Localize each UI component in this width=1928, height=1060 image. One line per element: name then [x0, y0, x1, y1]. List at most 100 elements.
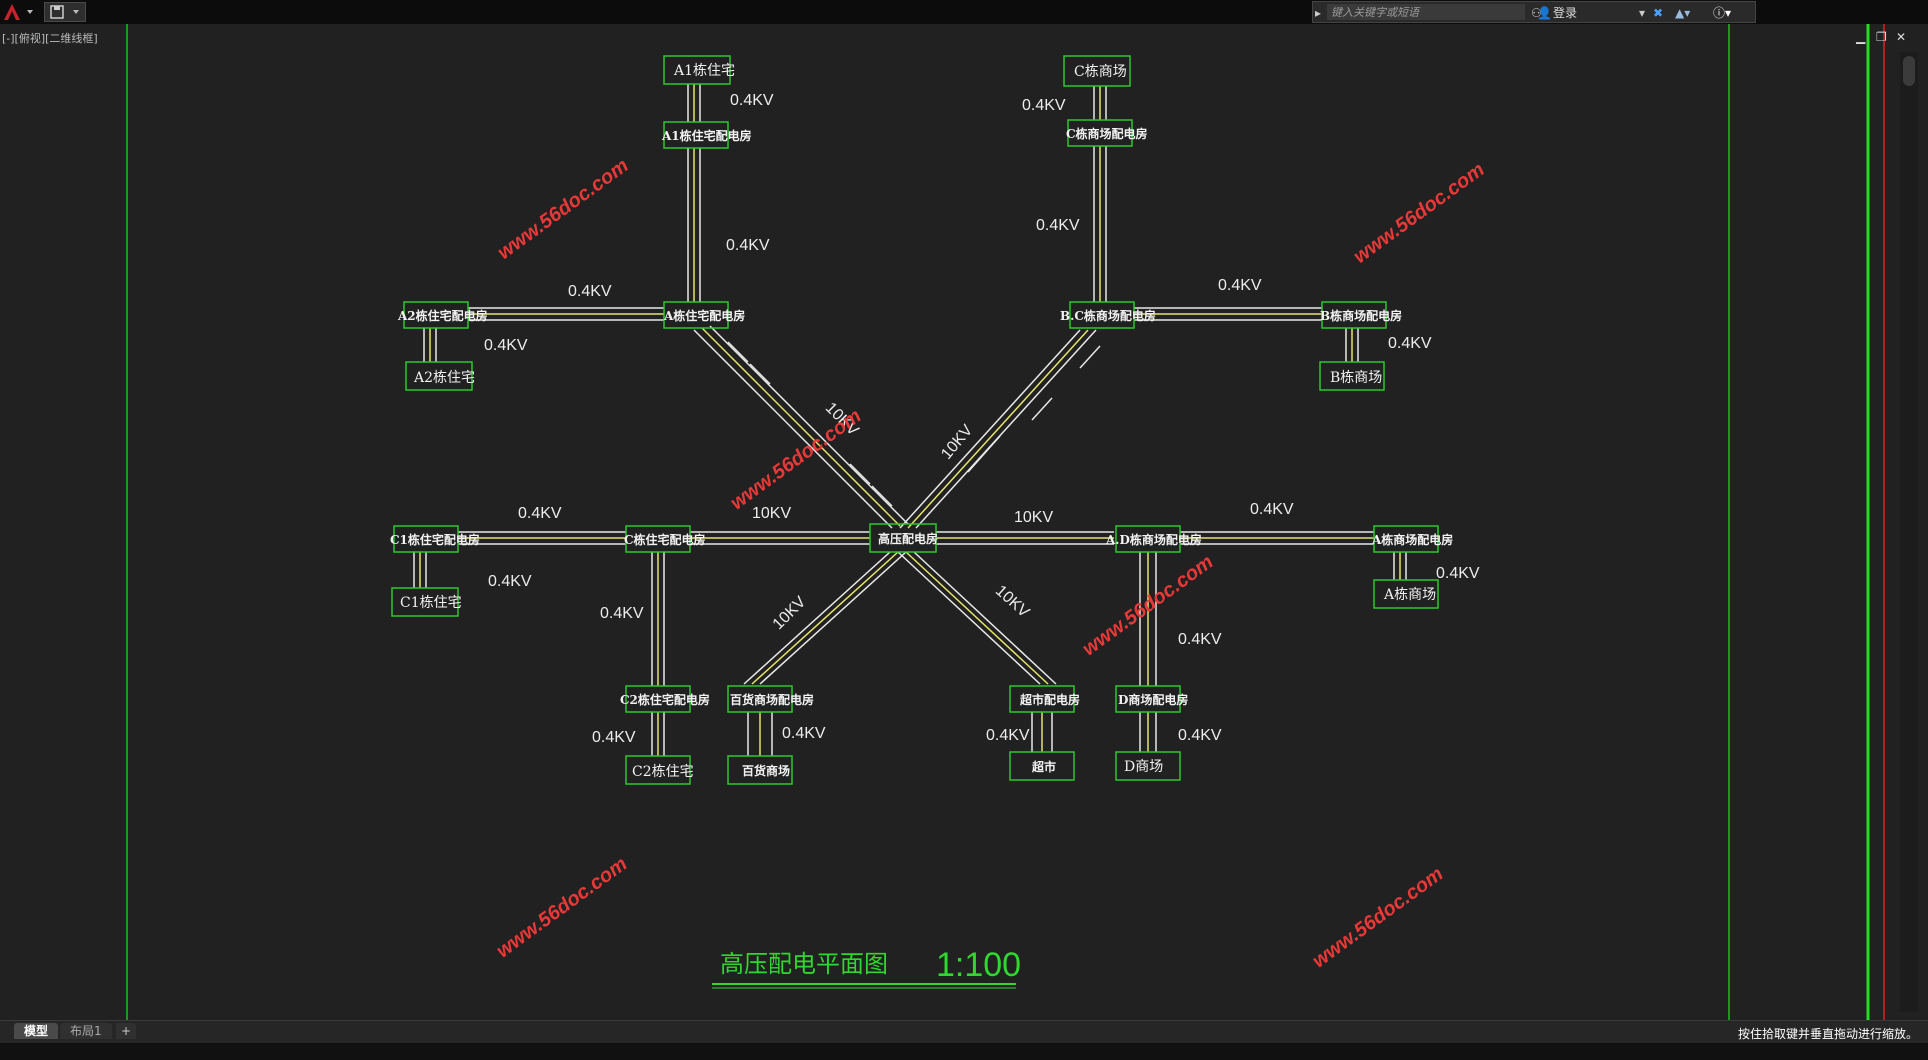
node-c1-room[interactable]: C1栋住宅配电房 — [390, 525, 480, 553]
cable-c1 — [413, 531, 626, 588]
node-label: 超市配电房 — [1019, 692, 1080, 707]
node-d-mall-room[interactable]: D商场配电房 — [1115, 685, 1188, 713]
tab-layout1[interactable]: 布局1 — [60, 1023, 112, 1039]
node-super[interactable]: 超市 — [1009, 751, 1075, 781]
voltage-label: 0.4KV — [986, 727, 1030, 744]
node-a1-room[interactable]: A1栋住宅配电房 — [661, 121, 752, 149]
cable-hv-upper-right — [899, 329, 1101, 529]
voltage-label: 0.4KV — [600, 605, 644, 622]
cable-hv-lower-left — [743, 551, 907, 685]
node-a2-room[interactable]: A2栋住宅配电房 — [397, 301, 488, 329]
voltage-label-hv: 10KV — [1014, 509, 1053, 526]
voltage-label: 0.4KV — [1436, 565, 1480, 582]
node-label: B栋商场配电房 — [1320, 308, 1402, 323]
node-d-mall[interactable]: D商场 — [1115, 751, 1181, 781]
a360-icon[interactable]: ▲▾ — [1675, 6, 1691, 20]
node-label: A1栋住宅 — [673, 62, 735, 79]
node-ad-mall-room[interactable]: A.D栋商场配电房 — [1105, 525, 1202, 553]
cable-c2 — [651, 552, 665, 756]
status-bar — [0, 1043, 1928, 1060]
node-c2-room[interactable]: C2栋住宅配电房 — [620, 685, 710, 713]
title-bar: ▸ ⚇ 👤 登录 ▾ ✖ ▲▾ ⓘ▾ — [0, 0, 1928, 24]
node-c-mall[interactable]: C栋商场 — [1063, 55, 1131, 87]
voltage-label: 0.4KV — [488, 573, 532, 590]
drawing-title-block: 高压配电平面图 1:100 — [712, 946, 1021, 989]
cable-a2 — [423, 307, 664, 362]
node-label: A2栋住宅配电房 — [397, 308, 488, 323]
node-c2-res[interactable]: C2栋住宅 — [625, 755, 694, 785]
cables — [413, 84, 1407, 756]
voltage-label-hv: 10KV — [770, 593, 810, 633]
voltage-label-hv: 10KV — [752, 505, 791, 522]
status-message: 按住拾取键并垂直拖动进行缩放。 — [1737, 1027, 1918, 1041]
binoculars-icon[interactable]: ⚇ — [1531, 6, 1542, 20]
cable-hv-upper-left — [693, 325, 909, 529]
viewport-controls-label[interactable]: [-][俯视][二维线框] — [2, 32, 98, 45]
node-label: C2栋住宅 — [632, 763, 694, 780]
help-icon[interactable]: ⓘ▾ — [1713, 6, 1732, 20]
user-icon[interactable]: 👤 — [1537, 6, 1552, 20]
vertical-scrollbar[interactable] — [1900, 52, 1918, 1012]
node-c1-res[interactable]: C1栋住宅 — [391, 587, 462, 617]
drawing-title: 高压配电平面图 — [720, 950, 888, 978]
cable-dept — [747, 712, 773, 756]
node-a1-res[interactable]: A1栋住宅 — [663, 55, 735, 85]
node-label: C1栋住宅 — [400, 594, 462, 611]
close-icon[interactable]: ✕ — [1896, 30, 1907, 44]
search-input[interactable] — [1327, 4, 1525, 20]
node-b-mall[interactable]: B栋商场 — [1319, 361, 1385, 391]
node-label: 百货商场 — [742, 763, 790, 778]
cable-a-mall — [1180, 531, 1407, 580]
cable-d-mall — [1139, 552, 1157, 752]
watermark-text: www.56doc.com — [494, 155, 633, 264]
node-label: A栋商场 — [1383, 586, 1436, 603]
tab-model[interactable]: 模型 — [14, 1023, 59, 1039]
watermarks: www.56doc.com www.56doc.com www.56doc.co… — [492, 155, 1488, 973]
voltage-label: 0.4KV — [1218, 277, 1262, 294]
node-a-mall-room[interactable]: A栋商场配电房 — [1371, 525, 1453, 553]
node-a-res-room[interactable]: A栋住宅配电房 — [663, 301, 745, 329]
voltage-label: 0.4KV — [484, 337, 528, 354]
dropdown-arrow-icon[interactable]: ▾ — [1639, 6, 1646, 20]
voltage-label: 0.4KV — [782, 725, 826, 742]
drawing-canvas[interactable]: .box { fill:none; stroke:#2ec82e; stroke… — [0, 24, 1928, 1020]
node-bc-mall-room[interactable]: B.C栋商场配电房 — [1060, 301, 1156, 329]
node-a2-res[interactable]: A2栋住宅 — [405, 361, 475, 391]
node-center[interactable]: 高压配电房 — [869, 523, 938, 553]
voltage-label: 0.4KV — [1036, 217, 1080, 234]
add-layout-button[interactable]: + — [116, 1023, 137, 1039]
viewport-window-controls: ▁ ❐ ✕ — [1856, 30, 1916, 46]
application-menu-button[interactable] — [0, 0, 40, 24]
layout-tab-bar: 模型 布局1 + 按住拾取键并垂直拖动进行缩放。 — [0, 1020, 1928, 1043]
node-label: 高压配电房 — [878, 531, 938, 546]
chevron-right-icon[interactable]: ▸ — [1315, 6, 1322, 20]
voltage-label: 0.4KV — [1250, 501, 1294, 518]
voltage-label: 0.4KV — [568, 283, 612, 300]
exchange-icon[interactable]: ✖ — [1653, 6, 1664, 20]
cable-b-mall — [1134, 307, 1359, 362]
quick-access-toolbar[interactable] — [44, 2, 86, 22]
node-label: C2栋住宅配电房 — [620, 692, 710, 707]
voltage-labels: 0.4KV 0.4KV 0.4KV 0.4KV 0.4KV 0.4KV 0.4K… — [484, 92, 1480, 746]
node-c-res-room[interactable]: C栋住宅配电房 — [624, 525, 706, 553]
restore-icon[interactable]: ❐ — [1876, 30, 1887, 44]
node-c-mall-room[interactable]: C栋商场配电房 — [1066, 119, 1148, 147]
node-label: C栋住宅配电房 — [624, 532, 706, 547]
watermark-text: www.56doc.com — [492, 853, 631, 962]
node-super-room[interactable]: 超市配电房 — [1009, 685, 1080, 713]
node-dept-room[interactable]: 百货商场配电房 — [727, 685, 814, 713]
login-button[interactable]: 登录 — [1553, 6, 1578, 20]
watermark-text: www.56doc.com — [1350, 159, 1489, 268]
node-dept[interactable]: 百货商场 — [727, 755, 793, 785]
node-label: D商场配电房 — [1118, 692, 1188, 707]
scrollbar-thumb[interactable] — [1903, 56, 1915, 86]
node-label: B栋商场 — [1330, 369, 1382, 386]
minimize-icon[interactable]: ▁ — [1856, 30, 1866, 44]
voltage-label: 0.4KV — [726, 237, 770, 254]
node-b-mall-room[interactable]: B栋商场配电房 — [1320, 301, 1402, 329]
node-label: 超市 — [1031, 759, 1056, 774]
node-label: A2栋住宅 — [413, 369, 475, 386]
node-label: A栋商场配电房 — [1371, 532, 1453, 547]
node-a-mall[interactable]: A栋商场 — [1373, 579, 1439, 609]
node-label: C栋商场配电房 — [1066, 126, 1148, 141]
